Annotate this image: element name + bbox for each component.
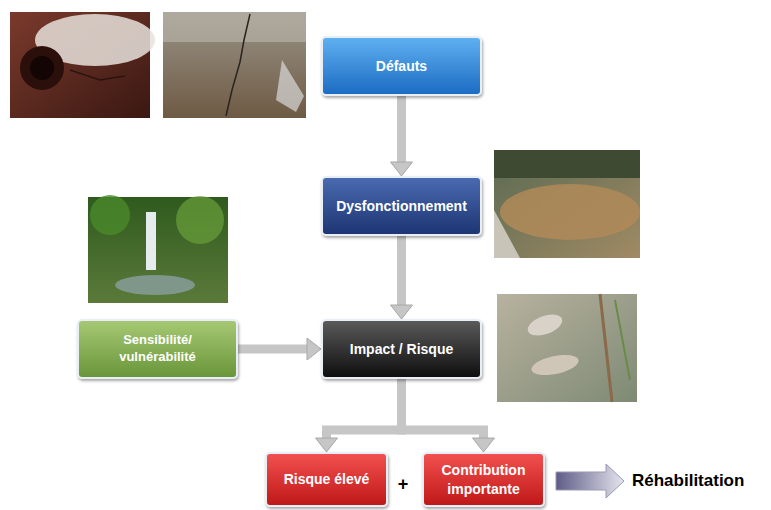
flow-arrow	[316, 379, 402, 452]
result-label: Réhabilitation	[632, 471, 744, 491]
process-box: Dysfonctionnement	[321, 176, 482, 236]
flow-arrow	[238, 338, 321, 360]
arrow-head	[391, 305, 413, 319]
pipe-crack-photo	[163, 12, 306, 118]
pipe-photo	[10, 12, 155, 118]
arrow-head	[473, 438, 495, 452]
process-box: Défauts	[321, 36, 482, 96]
plus-sign: +	[398, 474, 409, 495]
node-text: Impact / Risque	[350, 340, 453, 358]
block-arrow	[556, 464, 624, 498]
outcome-box: Risque élevé	[265, 452, 388, 507]
flow-arrow	[391, 236, 413, 319]
dead-fish-photo	[497, 294, 637, 402]
arrow-shaft	[397, 236, 406, 306]
arrow-shaft	[402, 379, 484, 439]
arrow-head	[316, 438, 338, 452]
node-text: Dysfonctionnement	[336, 197, 467, 215]
arrow-shaft	[327, 379, 402, 439]
outcome-box: Contribution importante	[422, 452, 545, 507]
forest-photo	[88, 195, 228, 303]
stream-photo	[494, 150, 640, 258]
flow-arrow	[391, 96, 413, 176]
arrow-head	[307, 338, 321, 360]
flow-arrow	[402, 379, 495, 452]
arrow-head	[391, 162, 413, 176]
factor-box: Sensibilité/ vulnérabilité	[77, 319, 238, 379]
node-text: Contribution importante	[432, 461, 535, 497]
node-text: Défauts	[376, 57, 427, 75]
arrow-shaft	[397, 96, 406, 163]
node-text: Sensibilité/ vulnérabilité	[98, 332, 218, 366]
arrow-shaft	[238, 345, 308, 354]
node-text: Risque élevé	[284, 470, 370, 488]
process-box: Impact / Risque	[321, 319, 482, 379]
